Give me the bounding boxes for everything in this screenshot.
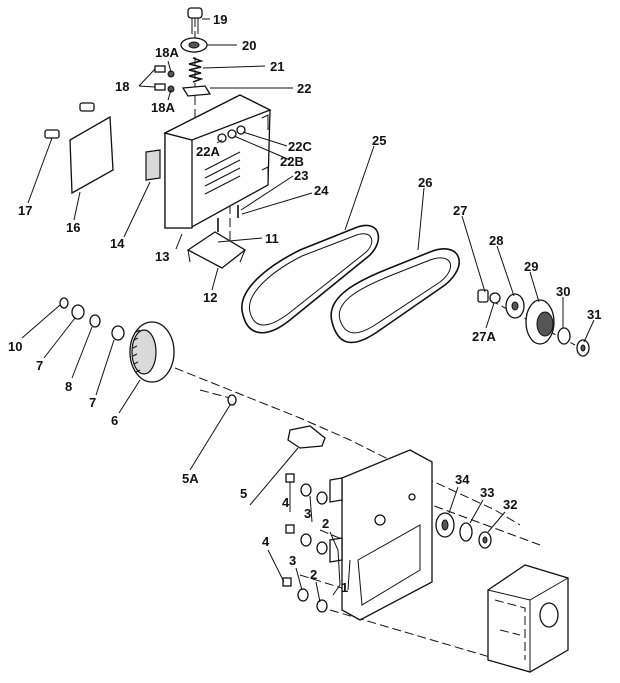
label-24: 24 xyxy=(314,183,329,198)
part-5a-key xyxy=(227,394,237,406)
part-12-tray xyxy=(186,231,247,269)
part-10-ring xyxy=(59,297,69,309)
part-5-shaft xyxy=(287,425,326,449)
label-28: 28 xyxy=(489,233,503,248)
label-14: 14 xyxy=(110,236,125,251)
label-16: 16 xyxy=(66,220,80,235)
label-10: 10 xyxy=(8,339,22,354)
label-8: 8 xyxy=(65,379,72,394)
part-30-washer xyxy=(557,327,571,345)
label-22: 22 xyxy=(297,81,311,96)
label-33: 33 xyxy=(480,485,494,500)
part-number-labels: 19 20 21 22 18A 18 18A 22A 22C 22B 23 24… xyxy=(8,12,601,595)
part-2-nuts xyxy=(316,491,328,613)
part-31-nut xyxy=(576,339,590,357)
label-3a: 3 xyxy=(304,506,311,521)
part-27-bolt xyxy=(477,289,501,304)
label-5: 5 xyxy=(240,486,247,501)
part-22-bracket xyxy=(181,85,212,97)
label-13: 13 xyxy=(155,249,169,264)
part-8-spacer xyxy=(89,314,101,328)
label-6: 6 xyxy=(111,413,118,428)
part-21-spring xyxy=(188,57,204,83)
label-26: 26 xyxy=(418,175,432,190)
part-25-belt xyxy=(241,224,380,334)
part-4-bolts xyxy=(282,473,295,587)
label-27: 27 xyxy=(453,203,467,218)
label-7b: 7 xyxy=(89,395,96,410)
label-18a-top: 18A xyxy=(155,45,179,60)
label-23: 23 xyxy=(294,168,308,183)
part-6-drive-pulley xyxy=(129,321,175,383)
label-1: 1 xyxy=(341,580,348,595)
label-31: 31 xyxy=(587,307,601,322)
part-20-washer xyxy=(180,37,208,53)
label-4a: 4 xyxy=(282,495,290,510)
label-18a-bottom: 18A xyxy=(151,100,175,115)
part-32-nut xyxy=(478,531,492,549)
part-26-belt xyxy=(330,248,460,344)
part-34-bearing xyxy=(435,512,455,538)
part-33-washer xyxy=(459,522,473,542)
part-7-bearings xyxy=(71,304,125,341)
part-14-label xyxy=(145,149,161,181)
label-30: 30 xyxy=(556,284,570,299)
label-27a: 27A xyxy=(472,329,496,344)
label-12: 12 xyxy=(203,290,217,305)
part-28-washer xyxy=(505,293,525,319)
label-5a: 5A xyxy=(182,471,199,486)
label-4b: 4 xyxy=(262,534,270,549)
part-23-24-screws xyxy=(217,205,239,232)
leader-lines xyxy=(21,18,595,603)
part-19-screw xyxy=(187,7,203,34)
part-13-belt-cover xyxy=(163,94,272,229)
label-3b: 3 xyxy=(289,553,296,568)
label-18: 18 xyxy=(115,79,129,94)
label-29: 29 xyxy=(524,259,538,274)
label-20: 20 xyxy=(242,38,256,53)
label-2b: 2 xyxy=(310,567,317,582)
label-22c: 22C xyxy=(288,139,312,154)
part-17-knobs xyxy=(44,102,95,139)
part-18-screws xyxy=(154,65,175,93)
label-19: 19 xyxy=(213,12,227,27)
label-34: 34 xyxy=(455,472,470,487)
label-21: 21 xyxy=(270,59,284,74)
label-2a: 2 xyxy=(322,516,329,531)
gearbox-housing xyxy=(487,564,569,673)
part-16-cover-plate xyxy=(69,115,114,195)
label-11: 11 xyxy=(265,231,279,246)
label-25: 25 xyxy=(372,133,386,148)
label-17: 17 xyxy=(18,203,32,218)
label-32: 32 xyxy=(503,497,517,512)
label-22b: 22B xyxy=(280,154,304,169)
label-7a: 7 xyxy=(36,358,43,373)
part-1-mounting-bracket xyxy=(329,449,433,621)
label-22a: 22A xyxy=(196,144,220,159)
part-3-washers xyxy=(297,483,312,602)
part-29-pulley xyxy=(525,299,555,345)
